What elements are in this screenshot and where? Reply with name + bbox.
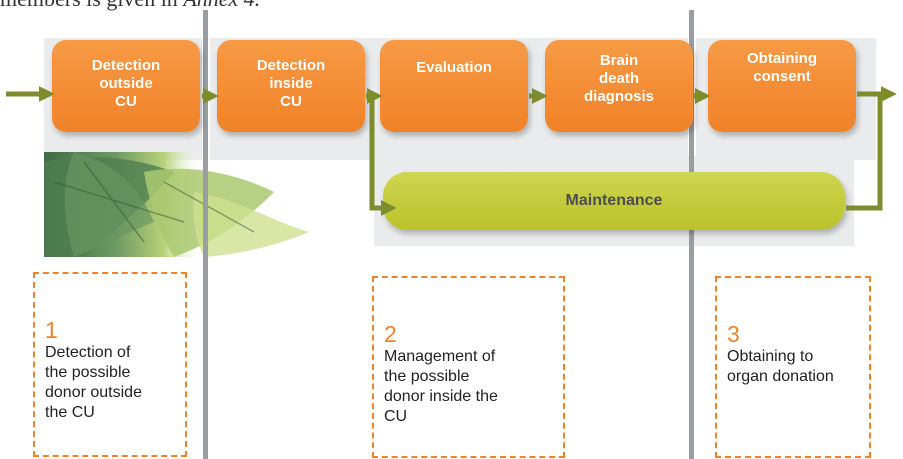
maintenance-label: Maintenance bbox=[565, 192, 663, 209]
arrow-branch-to-maintenance bbox=[369, 96, 397, 217]
intro-text: members is given in Annex 4. bbox=[0, 0, 260, 12]
arrow-maintenance-to-output bbox=[846, 96, 883, 211]
intro-text-prefix: members is given in bbox=[0, 0, 183, 11]
step-detection-outside-cu: Detection outside CU bbox=[52, 40, 200, 132]
step-label: Obtaining consent bbox=[747, 50, 817, 85]
phase-divider-2 bbox=[689, 10, 694, 459]
intro-text-annex: Annex 4. bbox=[183, 0, 260, 11]
step-detection-inside-cu: Detection inside CU bbox=[217, 40, 365, 132]
phase-description: Obtaining to organ donation bbox=[727, 348, 834, 385]
maintenance-box: Maintenance bbox=[383, 172, 845, 230]
step-label: Detection outside CU bbox=[91, 57, 161, 110]
phase-description: Detection of the possible donor outside … bbox=[45, 344, 142, 421]
step-label: Detection inside CU bbox=[256, 57, 326, 110]
phase-number: 1 bbox=[45, 317, 58, 343]
step-label: Brain death diagnosis bbox=[583, 52, 654, 105]
step-brain-death-diagnosis: Brain death diagnosis bbox=[545, 40, 693, 132]
step-obtaining-consent: Obtaining consent bbox=[708, 40, 856, 132]
phase-divider-1 bbox=[203, 10, 208, 459]
phase-number: 3 bbox=[727, 321, 740, 347]
step-label: Evaluation bbox=[416, 59, 492, 76]
phase-3-box: 3 Obtaining to organ donation bbox=[715, 276, 871, 458]
phase-2-box: 2 Management of the possible donor insid… bbox=[372, 276, 565, 458]
leaf-photo bbox=[44, 152, 309, 257]
phase-1-box: 1 Detection of the possible donor outsid… bbox=[33, 272, 187, 457]
phase-number: 2 bbox=[384, 321, 397, 347]
phase-description: Management of the possible donor inside … bbox=[384, 348, 498, 425]
step-evaluation: Evaluation bbox=[380, 40, 528, 132]
